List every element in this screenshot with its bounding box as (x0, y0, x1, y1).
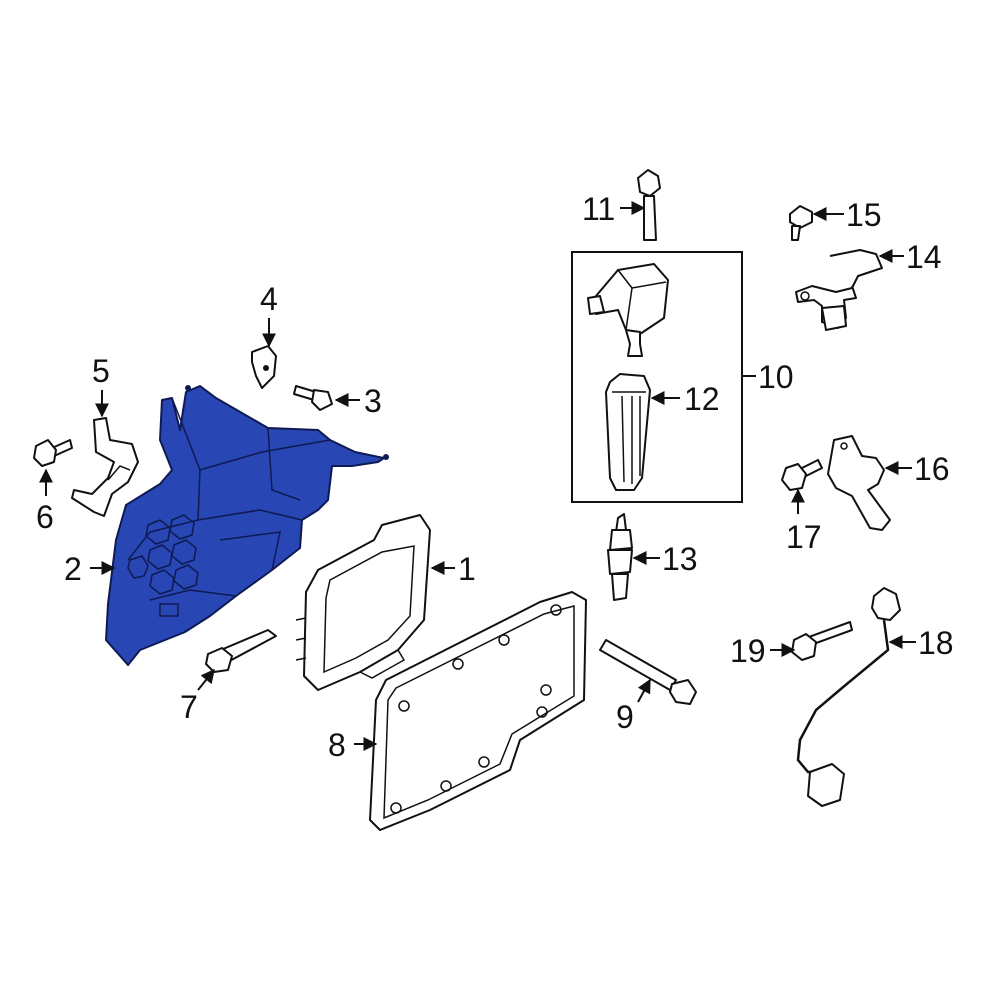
callout-2: 2 (64, 551, 116, 587)
bolt-part-6[interactable] (33, 439, 73, 467)
knock-sensor-part-18[interactable] (796, 587, 901, 807)
bolt-part-17[interactable] (781, 459, 823, 491)
callout-1-label: 1 (458, 551, 476, 587)
ignition-coil (587, 263, 669, 357)
callout-19-label: 19 (730, 633, 766, 669)
callout-10: 10 (742, 359, 794, 395)
callout-5-label: 5 (92, 353, 110, 389)
callout-16-label: 16 (914, 451, 950, 487)
callout-14-label: 14 (906, 239, 942, 275)
callout-12: 12 (650, 381, 720, 417)
callout-4-label: 4 (260, 281, 278, 317)
callout-17: 17 (786, 488, 822, 555)
callout-6-label: 6 (36, 499, 54, 535)
cam-sensor-part-14[interactable] (795, 249, 883, 331)
bracket-part-5[interactable] (71, 417, 139, 517)
spark-plug-part-13[interactable] (607, 513, 633, 601)
callout-5: 5 (92, 353, 110, 418)
bolt-part-15[interactable] (789, 205, 813, 241)
callout-14: 14 (878, 239, 942, 275)
strap-part-7[interactable] (205, 629, 277, 673)
callout-13-label: 13 (662, 541, 698, 577)
coil-kit-box-part-10[interactable] (571, 251, 743, 503)
clip-part-4[interactable] (251, 345, 277, 389)
callout-8: 8 (328, 727, 378, 763)
callout-15-label: 15 (846, 197, 882, 233)
callout-3: 3 (334, 383, 382, 419)
callout-11-label: 11 (582, 191, 615, 227)
crank-sensor-part-16[interactable] (827, 435, 891, 531)
bolt-part-19[interactable] (791, 621, 853, 661)
callout-13: 13 (632, 541, 698, 577)
callout-2-label: 2 (64, 551, 82, 587)
callout-17-label: 17 (786, 519, 822, 555)
callout-3-label: 3 (364, 383, 382, 419)
callout-4: 4 (260, 281, 278, 348)
mounting-plate-part-8[interactable] (369, 591, 587, 831)
bolt-part-3[interactable] (293, 385, 333, 411)
ecm-part-1[interactable] (295, 514, 431, 691)
callout-18-label: 18 (918, 625, 954, 661)
callout-15: 15 (812, 197, 882, 233)
bolt-part-9[interactable] (599, 639, 697, 705)
callout-18: 18 (888, 625, 954, 661)
ecu-bracket-part-2[interactable] (105, 385, 389, 666)
callout-1: 1 (430, 551, 476, 587)
callout-16: 16 (884, 451, 950, 487)
callout-9-label: 9 (616, 699, 634, 735)
callout-11: 11 (582, 191, 646, 227)
coil-boot-part-12[interactable] (605, 373, 651, 491)
callout-10-label: 10 (758, 359, 794, 395)
callout-8-label: 8 (328, 727, 346, 763)
callout-9: 9 (616, 678, 651, 735)
callout-7: 7 (180, 668, 215, 725)
bolt-part-11[interactable] (637, 169, 661, 241)
callout-19: 19 (730, 633, 796, 669)
callout-12-label: 12 (684, 381, 720, 417)
callout-7-label: 7 (180, 689, 198, 725)
callout-6: 6 (36, 468, 54, 535)
